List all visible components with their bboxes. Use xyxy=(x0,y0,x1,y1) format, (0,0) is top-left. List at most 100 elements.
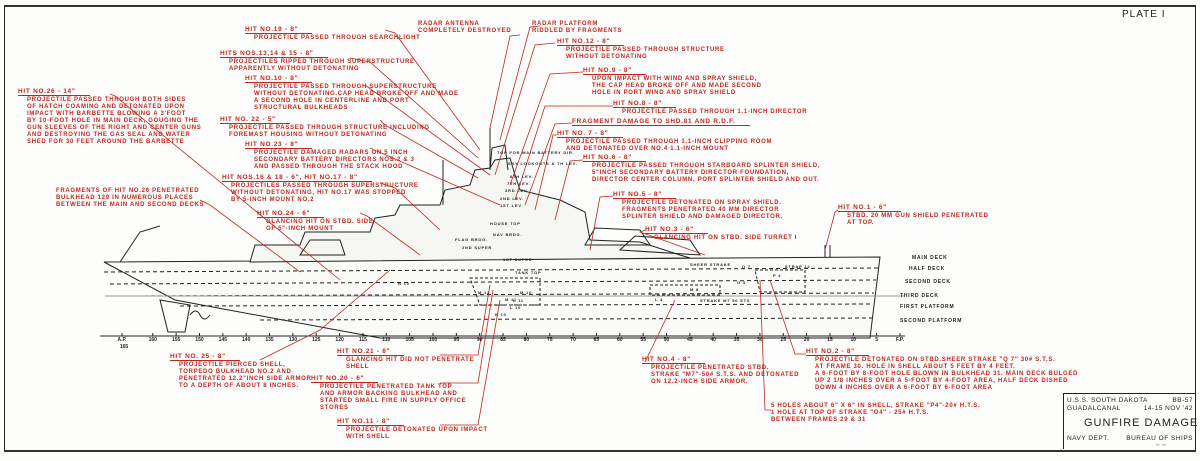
hit-title: HIT NO.9 - 8" xyxy=(583,67,647,75)
frame-number: 70 xyxy=(570,337,576,343)
hit-description-line: AND DETONATED OVER NO.4 1.1-INCH MOUNT xyxy=(566,146,729,152)
ship-label: STRAP 12 xyxy=(785,264,811,269)
frame-number: 65 xyxy=(593,337,600,343)
frame-number: 155 xyxy=(171,337,181,343)
ship-label: M 8 xyxy=(690,287,700,292)
hit-description-line: WITHOUT DETONATING xyxy=(566,54,648,60)
crane xyxy=(119,225,161,263)
hit-description-line: TO A DEPTH OF ABOUT 8 INCHES. xyxy=(179,383,299,389)
hull-number: BB-57 xyxy=(1172,397,1193,404)
deck-label: FIRST PLATFORM xyxy=(900,304,955,310)
hit-description-line: AT TOP. xyxy=(847,220,875,226)
hit-title: HIT NO.21 - 8" xyxy=(337,348,405,356)
hit-annotation: HIT NO.19 - 8"PROJECTILE PASSED THROUGH … xyxy=(245,26,420,42)
hit-description-line: DIRECTOR CENTER COLUMN, PORT SPLINTER SH… xyxy=(592,177,820,183)
ship-label: 1ST LEV. xyxy=(500,203,524,208)
hit-title: HIT NO.19 - 8" xyxy=(245,26,313,34)
frame-number: 90 xyxy=(476,337,483,343)
ship-label: 1ST SUPER xyxy=(503,257,533,262)
ship-label: SKY LOOKOUTS & TH LEV. xyxy=(508,161,578,166)
frame-number: 20 xyxy=(803,337,810,343)
hit-description-line: RIDDLED BY FRAGMENTS xyxy=(532,28,623,34)
frame-number: 60 xyxy=(617,337,623,343)
frame-number: 45 xyxy=(687,337,693,343)
hit-annotation: HIT NO.10 - 8"PROJECTILE PASSED THROUGH … xyxy=(245,75,459,112)
hit-description-line: IMPACT WITH BARBETTE BLOWING A 3'FOOT xyxy=(27,111,187,117)
frame-number: A.P. xyxy=(117,337,127,343)
superstructure xyxy=(249,157,691,263)
hit-description-line: BY 10-FOOT HOLE IN MAIN DECK, GOUGING TH… xyxy=(27,118,199,124)
hit-annotation: 5 HOLES ABOUT 6" X 6" IN SHELL, STRAKE "… xyxy=(771,403,980,424)
hit-description-line: SECONDARY BATTERY DIRECTORS NOS.2 & 3 xyxy=(254,157,415,163)
ship-label: N 10 xyxy=(398,281,410,286)
hit-title: HIT NO.26 - 14" xyxy=(18,88,90,96)
plate-number: PLATE I xyxy=(1122,9,1166,20)
hit-annotation: HIT NO.6 - 8"PROJECTILE PASSED THROUGH S… xyxy=(583,154,820,184)
hit-description-line: RADAR PLATFORM xyxy=(532,21,599,27)
date: 14-15 NOV '42 xyxy=(1143,405,1193,412)
drawing-border xyxy=(4,5,1196,452)
ship-name: U.S.S. SOUTH DAKOTA xyxy=(1067,397,1148,404)
turret-3 xyxy=(299,239,346,256)
hit-annotation: HIT NO.2 - 8"PROJECTILE DETONATED ON STB… xyxy=(806,348,1078,392)
hit-description-line: PROJECTILES PASSED THROUGH SUPERSTRUCTUR… xyxy=(231,183,419,189)
hit-annotation: HIT NO.11 - 8"PROJECTILE DETONATED UPON … xyxy=(337,418,488,441)
hit-description-line: PROJECTILE PASSED THROUGH BOTH SIDES xyxy=(27,97,187,103)
hit-description-line: WITHOUT DETONATING.CAP HEAD BROKE OFF AN… xyxy=(254,91,459,97)
hit-description-line: STORES xyxy=(320,405,349,411)
hit-annotation: HITS NOS.13,14 & 15 - 8"PROJECTILES RIPP… xyxy=(220,50,415,73)
hit-annotation: HIT NO.3 - 6"GLANCING HIT ON STBD. SIDE … xyxy=(645,226,797,242)
ship-label: M 12 xyxy=(478,290,491,295)
ship-label: K 10 xyxy=(495,312,507,317)
hit-annotation: FRAGMENT DAMAGE TO SHD.81 AND R.D.F. xyxy=(572,118,750,127)
hit-description-line: HOLE IN PORT WIND AND SPRAY SHIELD xyxy=(592,90,736,96)
ship-label: L 10 xyxy=(510,305,522,310)
leader-lines xyxy=(109,25,839,426)
frame-number: 135 xyxy=(265,337,274,343)
hit-annotation: HIT NO.1 - 6"STBD. 20 MM GUN SHIELD PENE… xyxy=(838,204,989,227)
deck-label: SECOND PLATFORM xyxy=(900,318,963,324)
hit-description-line: AND PASSED THROUGH THE STACK HOOD xyxy=(254,164,404,170)
ship-label: M 11 xyxy=(505,297,517,302)
frame-number: 110 xyxy=(382,337,391,343)
ship-label: 8TH LEV. xyxy=(510,174,534,179)
hit-annotation: HIT NO.20 - 6"PROJECTILE PENETRATED TANK… xyxy=(311,375,466,412)
hit-annotation: HIT NO. 7 - 8"PROJECTILE PASSED THROUGH … xyxy=(557,130,772,153)
hit-description-line: GLANCING HIT DID NOT PENETRATE xyxy=(346,357,475,363)
drawing-title: GUNFIRE DAMAGE xyxy=(1084,417,1199,429)
hit-annotation: HIT NO.21 - 8"GLANCING HIT DID NOT PENET… xyxy=(337,348,474,371)
hit-description-line: PROJECTILE DAMAGED RADARS ON 5 INCH xyxy=(254,150,409,156)
frame-number: 55 xyxy=(640,337,646,343)
frame-number: 100 xyxy=(428,337,438,343)
frame-number: 165 xyxy=(119,344,129,350)
frame-number: 25 xyxy=(780,337,787,343)
rudder xyxy=(159,299,191,333)
frame-number: 145 xyxy=(218,337,228,343)
frame-number: 115 xyxy=(358,337,367,343)
propeller xyxy=(189,310,211,320)
hit-description-line: AND DESTROYING THE GAS SEAL AND WATER xyxy=(27,132,191,138)
hit-description-line: UP 2 1/8 INCHES OVER A 5-FOOT BY 4-FOOT … xyxy=(815,378,1069,384)
ship-label: NAV BRDG. xyxy=(493,232,523,237)
frame-number: 15 xyxy=(827,337,833,343)
hit-description-line: PROJECTILE DETONATED ON STBD.SHEER STRAK… xyxy=(815,357,1056,363)
hit-description-line: STBD. 20 MM GUN SHIELD PENETRATED xyxy=(847,213,989,219)
frame-number: 150 xyxy=(195,337,204,343)
hit-description-line: PROJECTILE PASSED THROUGH STRUCTURE xyxy=(566,47,725,53)
turret-1 xyxy=(618,235,701,256)
hit-title: HIT NO.24 - 6" xyxy=(257,210,325,218)
frame-number: 160 xyxy=(148,337,157,343)
hit-description-line: APPARENTLY WITHOUT DETONATING xyxy=(229,66,360,72)
hit-description-line: SHELL xyxy=(346,364,370,370)
hit-title: HIT NO. 7 - 8" xyxy=(557,130,623,138)
frame-number: 130 xyxy=(288,337,298,343)
hit-description-line: PROJECTILES RIPPED THROUGH SUPERSTRUCTUR… xyxy=(229,59,415,65)
hit-description-line: PROJECTILE PASSED THROUGH SEARCHLIGHT xyxy=(254,35,421,41)
deck-label: MAIN DECK xyxy=(912,255,948,261)
ship-label: 2ND LEV. xyxy=(500,196,525,201)
hit-description-line: PROJECTILE PENETRATED STBD. xyxy=(651,365,770,371)
hit-title: HIT NO.20 - 6" xyxy=(311,375,379,383)
